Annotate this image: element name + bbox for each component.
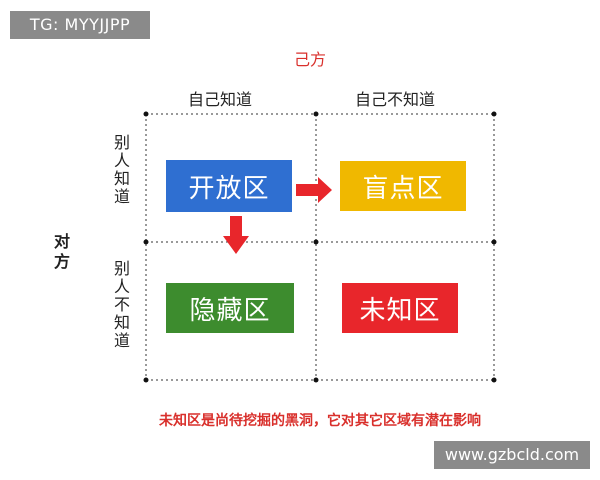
grid-dot: [143, 111, 149, 117]
arrow-right-icon: [296, 177, 332, 203]
row-label-others-unknown: 别 人 不 知 道: [112, 260, 132, 350]
quadrant-blind-label: 盲点区: [362, 173, 444, 204]
grid-dot: [491, 239, 497, 245]
row-label-others-known: 别 人 知 道: [112, 134, 132, 206]
quadrant-open: 开放区: [166, 160, 292, 212]
grid-dot: [143, 377, 149, 383]
grid-dot: [313, 377, 319, 383]
watermark-bottom: www.gzbcld.com: [434, 441, 590, 469]
arrow-down-icon: [223, 216, 249, 254]
row-label-char: 不: [113, 295, 130, 314]
row-label-char: 知: [113, 313, 130, 332]
caption: 未知区是尚待挖掘的黑洞，它对其它区域有潜在影响: [159, 413, 481, 429]
watermark-top: TG: MYYJJPP: [10, 11, 150, 39]
row-label-char: 别: [113, 133, 130, 152]
others-title-char: 方: [53, 252, 70, 271]
row-label-char: 道: [113, 331, 130, 350]
grid-dot: [313, 239, 319, 245]
grid-dot: [491, 111, 497, 117]
others-title-char: 对: [53, 232, 70, 251]
row-label-char: 别: [113, 259, 130, 278]
grid-dot: [491, 377, 497, 383]
grid-dot: [143, 239, 149, 245]
quadrant-blind: 盲点区: [340, 161, 466, 211]
row-label-char: 人: [113, 151, 130, 170]
col-label-self-unknown: 自己不知道: [354, 90, 435, 109]
row-label-char: 人: [113, 277, 130, 296]
quadrant-unknown: 未知区: [342, 283, 458, 333]
quadrant-open-label: 开放区: [188, 173, 270, 204]
self-title: 己方: [293, 50, 326, 69]
grid-dot: [313, 111, 319, 117]
quadrant-hidden: 隐藏区: [166, 283, 294, 333]
quadrant-hidden-label: 隐藏区: [189, 295, 271, 326]
row-label-char: 知: [113, 169, 130, 188]
others-title: 对 方: [52, 232, 72, 272]
quadrant-unknown-label: 未知区: [359, 295, 441, 326]
row-label-char: 道: [113, 187, 130, 206]
col-label-self-known: 自己知道: [187, 90, 252, 109]
